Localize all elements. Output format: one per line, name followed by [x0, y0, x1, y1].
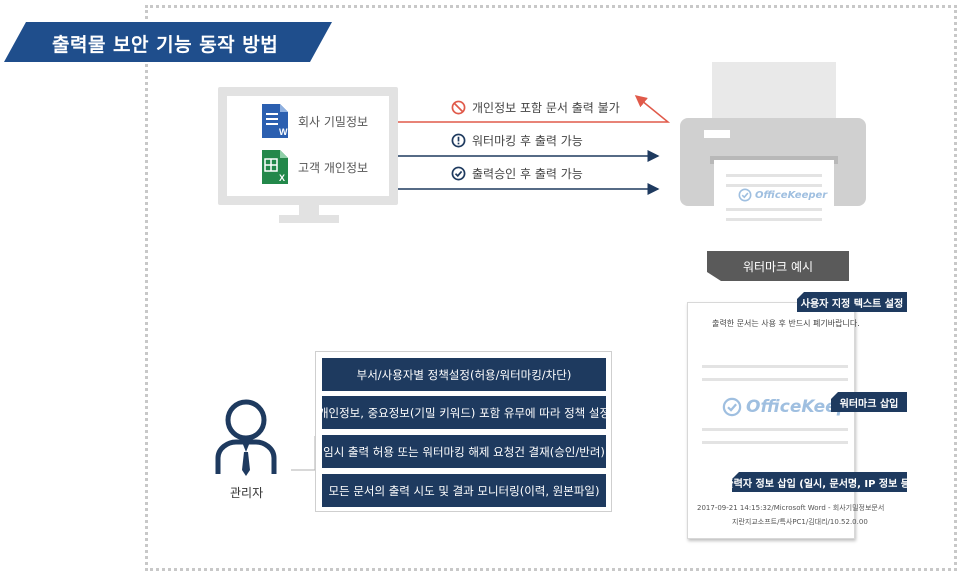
watermark-sample-paper: [687, 302, 855, 539]
monitor-base: [279, 215, 339, 223]
policy-item: 임시 출력 허용 또는 워터마킹 해제 요청건 결재(승인/반려): [322, 435, 606, 468]
policy-item: 부서/사용자별 정책설정(허용/워터마킹/차단): [322, 358, 606, 391]
tag-output-info: 출력자 정보 삽입 (일시, 문서명, IP 정보 등): [732, 472, 907, 492]
policy-item: 모든 문서의 출력 시도 및 결과 모니터링(이력, 원본파일): [322, 474, 606, 507]
tag-custom-text: 사용자 지정 텍스트 설정: [797, 292, 907, 312]
administrator-label: 관리자: [230, 486, 264, 500]
administrator-icon: [215, 399, 277, 476]
paper-line: [702, 365, 848, 368]
paper-footer-line: 2017-09-21 14:15:32/Microsoft Word - 회사기…: [697, 504, 885, 512]
paper-footer-line: 지란지교소프트/특사PC1/김대리/10.52.0.00: [732, 518, 868, 526]
document-item-personal: X 고객 개인정보: [262, 150, 368, 184]
document-item-confidential: W 회사 기밀정보: [262, 104, 368, 138]
flow-label-text: 출력승인 후 출력 가능: [472, 167, 583, 181]
prohibited-icon: [451, 100, 466, 115]
paper-line: [702, 378, 848, 381]
printer-icon: [680, 62, 866, 238]
paper-line: [702, 441, 848, 444]
watermark-logo-icon: [738, 188, 752, 202]
document-label: 회사 기밀정보: [298, 114, 369, 129]
flow-label-text: 워터마킹 후 출력 가능: [472, 134, 583, 148]
document-label: 고객 개인정보: [298, 160, 369, 175]
title-banner: [4, 22, 332, 62]
watermark-text: OfficeKeeper: [755, 189, 828, 201]
page-title: 출력물 보안 기능 동작 방법: [52, 34, 279, 56]
watermark-logo-icon: [722, 397, 742, 417]
paper-header-text: 출력한 문서는 사용 후 반드시 폐기바랍니다.: [712, 319, 860, 328]
exclamation-circle-icon: [451, 133, 466, 148]
flow-label-watermark: 워터마킹 후 출력 가능: [451, 132, 583, 149]
svg-text:X: X: [279, 173, 285, 183]
monitor: [218, 87, 398, 205]
flow-label-text: 개인정보 포함 문서 출력 불가: [472, 101, 620, 115]
blocked-arrow: [398, 95, 671, 123]
svg-text:W: W: [279, 127, 288, 137]
policy-item: 개인정보, 중요정보(기밀 키워드) 포함 유무에 따라 정책 설정: [318, 396, 610, 429]
printer-watermark: OfficeKeeper: [738, 188, 827, 202]
paper-line: [702, 428, 848, 431]
content-frame: [145, 5, 957, 571]
flow-label-approval: 출력승인 후 출력 가능: [451, 165, 583, 182]
printer-caption: 워터마크 예시: [707, 251, 849, 281]
excel-document-icon: X: [262, 150, 288, 184]
flow-label-blocked: 개인정보 포함 문서 출력 불가: [451, 99, 620, 116]
word-document-icon: W: [262, 104, 288, 138]
check-circle-icon: [451, 166, 466, 181]
monitor-neck: [299, 205, 319, 217]
tag-watermark-insert: 워터마크 삽입: [831, 392, 907, 412]
